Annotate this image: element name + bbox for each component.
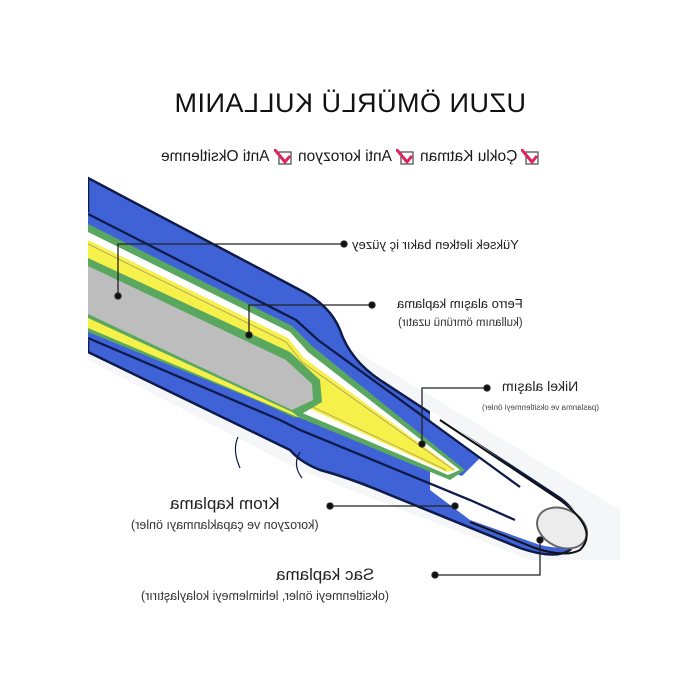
feature-item-anti-corrosion: Anti korozyon — [298, 148, 414, 166]
label-tin: Sac kaplama (oksitlenmeyi önler, lehimle… — [100, 565, 430, 605]
label-chrome: Krom kaplama (korozyon ve çapaklanmayı ö… — [130, 494, 320, 534]
feature-list: Çoklu Katman Anti korozyon Anti Oksitlen… — [0, 148, 700, 166]
label-ferro: Ferro alaşım kaplama (kullanım ömrünü uz… — [380, 295, 540, 331]
label-tin-main: Sac kaplama — [275, 565, 375, 584]
label-chrome-main: Krom kaplama — [170, 494, 280, 513]
label-nickel: Nikel alaşım (paslanma ve oksitlenmeyi ö… — [470, 378, 610, 415]
label-tin-sub: (oksitlenmeyi önler, lehimlemeyi kolayla… — [141, 589, 389, 603]
label-nickel-sub: (paslanma ve oksitlenmeyi önler) — [481, 403, 599, 412]
label-ferro-sub: (kullanım ömrünü uzatır) — [397, 317, 523, 329]
label-copper: Yüksek iletken bakır iç yüzey — [352, 236, 519, 254]
copper-core — [88, 266, 313, 410]
pink-checkbox-check-icon — [395, 149, 414, 165]
feature-item-multi-layer: Çoklu Katman — [420, 148, 539, 166]
pink-checkbox-check-icon — [273, 149, 292, 165]
pink-checkbox-check-icon — [520, 149, 539, 165]
label-chrome-sub: (korozyon ve çapaklanmayı önler) — [131, 518, 319, 532]
label-ferro-main: Ferro alaşım kaplama — [397, 296, 523, 311]
label-nickel-main: Nikel alaşım — [501, 378, 579, 394]
feature-item-anti-oxidation: Anti Oksitlenme — [161, 148, 292, 166]
label-copper-main: Yüksek iletken bakır iç yüzey — [352, 237, 519, 252]
